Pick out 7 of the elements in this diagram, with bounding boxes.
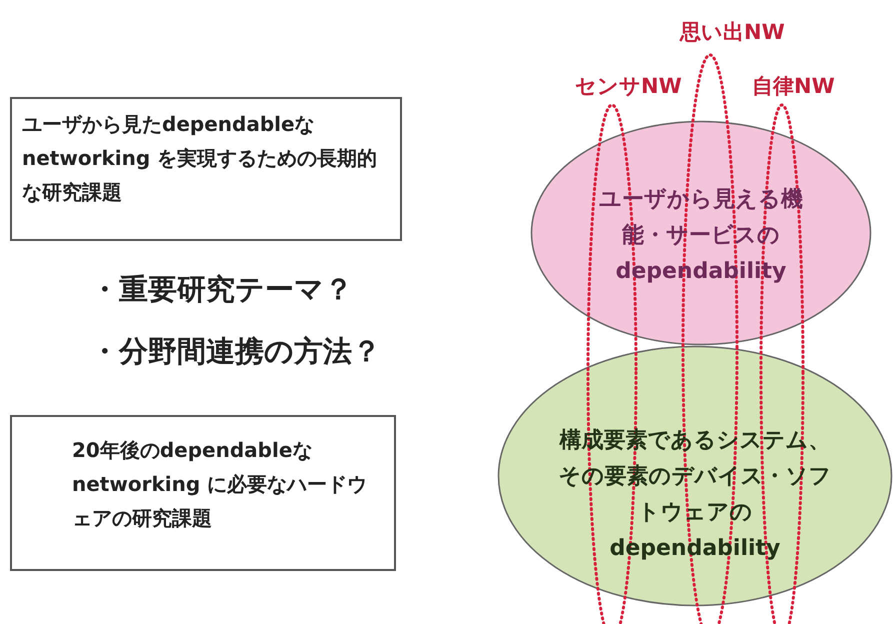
text-box: 20年後のdependableなnetworking に必要なハードウェアの研究課題	[10, 415, 396, 571]
group-label: 自律NW	[752, 72, 835, 100]
bullet-item: ・分野間連携の方法？	[90, 333, 381, 370]
group-label: センサNW	[575, 72, 682, 100]
text-box: ユーザから見たdependableなnetworking を実現するための長期的な研究課題	[10, 97, 402, 241]
group-label: 思い出NW	[680, 18, 785, 46]
bullet-item: ・重要研究テーマ？	[90, 271, 353, 308]
